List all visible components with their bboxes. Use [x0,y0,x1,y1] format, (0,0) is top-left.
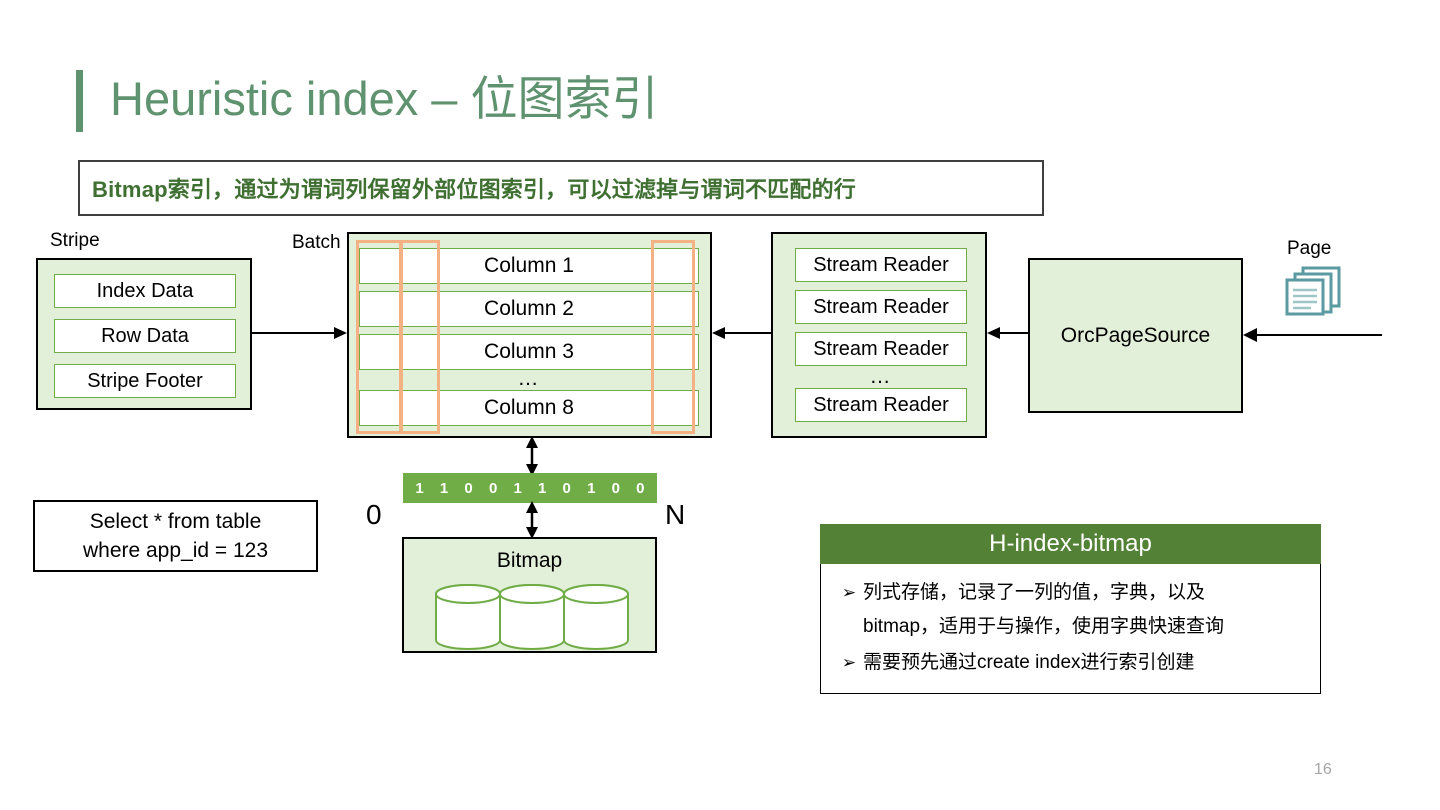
bitmap-bit-5: 1 [538,479,547,497]
sql-line-2: where app_id = 123 [82,539,269,562]
h-index-bullet-1-line-2: bitmap，适用于与操作，使用字典快速查询 [863,616,1225,637]
bitmap-start-label: 0 [366,499,382,530]
arrow-orc-to-readers [987,327,1028,339]
summary-banner: Bitmap索引，通过为谓词列保留外部位图索引，可以过滤掉与谓词不匹配的行 [78,160,1044,216]
bullet-arrow-icon: ➢ [841,583,857,602]
stream-reader-box: Stream Reader Stream Reader Stream Reade… [771,232,987,438]
stream-reader-item-1: Stream Reader [795,248,967,282]
sql-line-1: Select * from table [89,510,262,533]
stream-reader-item-2: Stream Reader [795,290,967,324]
bitmap-bit-9: 0 [636,479,645,497]
orc-page-source-box: OrcPageSource [1028,258,1243,413]
bullet-arrow-icon: ➢ [841,653,857,672]
column-row-3: Column 3 [359,334,699,370]
database-cylinders-icon [435,584,629,650]
bitmap-box-title: Bitmap [496,549,563,572]
h-index-bitmap-body: ➢ 列式存储，记录了一列的值，字典，以及 bitmap，适用于与操作，使用字典快… [820,564,1321,694]
bitmap-end-label: N [665,499,686,530]
bitmap-bit-7: 1 [587,479,596,497]
title-accent-bar [76,70,83,132]
h-index-bitmap-header: H-index-bitmap [820,524,1321,564]
column-row-8: Column 8 [359,390,699,426]
stripe-item-row-data: Row Data [54,319,236,353]
column-row-1: Column 1 [359,248,699,284]
h-index-bullet-1-line-1: 列式存储，记录了一列的值，字典，以及 [863,582,1206,603]
bitmap-bit-6: 0 [562,479,571,497]
slide-page-number: 16 [1314,761,1332,778]
arrow-batch-to-bitstrip [526,436,538,476]
arrow-page-to-orc [1243,328,1382,342]
page-title: Heuristic index – 位图索引 [110,72,659,125]
batch-box: Column 1 Column 2 Column 3 … Column 8 [347,232,712,438]
arrow-bitstrip-to-bitmap [526,501,538,539]
sql-query-box: Select * from table where app_id = 123 [33,500,318,572]
arrow-readers-to-batch [712,327,771,339]
h-index-bullet-1: ➢ 列式存储，记录了一列的值，字典，以及 bitmap，适用于与操作，使用字典快… [835,576,1306,644]
page-stack-icon [1285,266,1341,316]
bitmap-bit-1: 1 [439,479,449,497]
stream-reader-item-last: Stream Reader [795,388,967,422]
bitmap-box: Bitmap [402,537,657,653]
bitmap-bit-0: 1 [415,479,424,497]
batch-label: Batch [292,232,341,253]
column-row-2: Column 2 [359,291,699,327]
arrow-stripe-to-batch [252,327,347,339]
stripe-box: Index Data Row Data Stripe Footer [36,258,252,410]
summary-banner-text: Bitmap索引，通过为谓词列保留外部位图索引，可以过滤掉与谓词不匹配的行 [92,177,856,202]
page-label: Page [1287,238,1332,259]
stream-reader-item-3: Stream Reader [795,332,967,366]
stream-reader-ellipsis: … [869,365,893,388]
column-highlight-strip-1 [356,240,402,434]
column-highlight-strip-3 [651,240,695,434]
column-highlight-strip-2 [400,240,440,434]
stripe-item-index-data: Index Data [54,274,236,308]
stripe-item-stripe-footer: Stripe Footer [54,364,236,398]
bitmap-bit-2: 0 [464,479,473,497]
stripe-label: Stripe [50,230,100,251]
column-rows-ellipsis: … [517,367,541,390]
bitmap-bit-3: 0 [488,479,498,497]
h-index-bullet-2: ➢ 需要预先通过create index进行索引创建 [835,646,1306,680]
bitmap-bit-4: 1 [513,479,522,497]
bitmap-bit-8: 0 [611,479,620,497]
h-index-bitmap-panel: H-index-bitmap ➢ 列式存储，记录了一列的值，字典，以及 bitm… [820,524,1321,694]
h-index-bullet-2-line-1: 需要预先通过create index进行索引创建 [863,652,1195,673]
